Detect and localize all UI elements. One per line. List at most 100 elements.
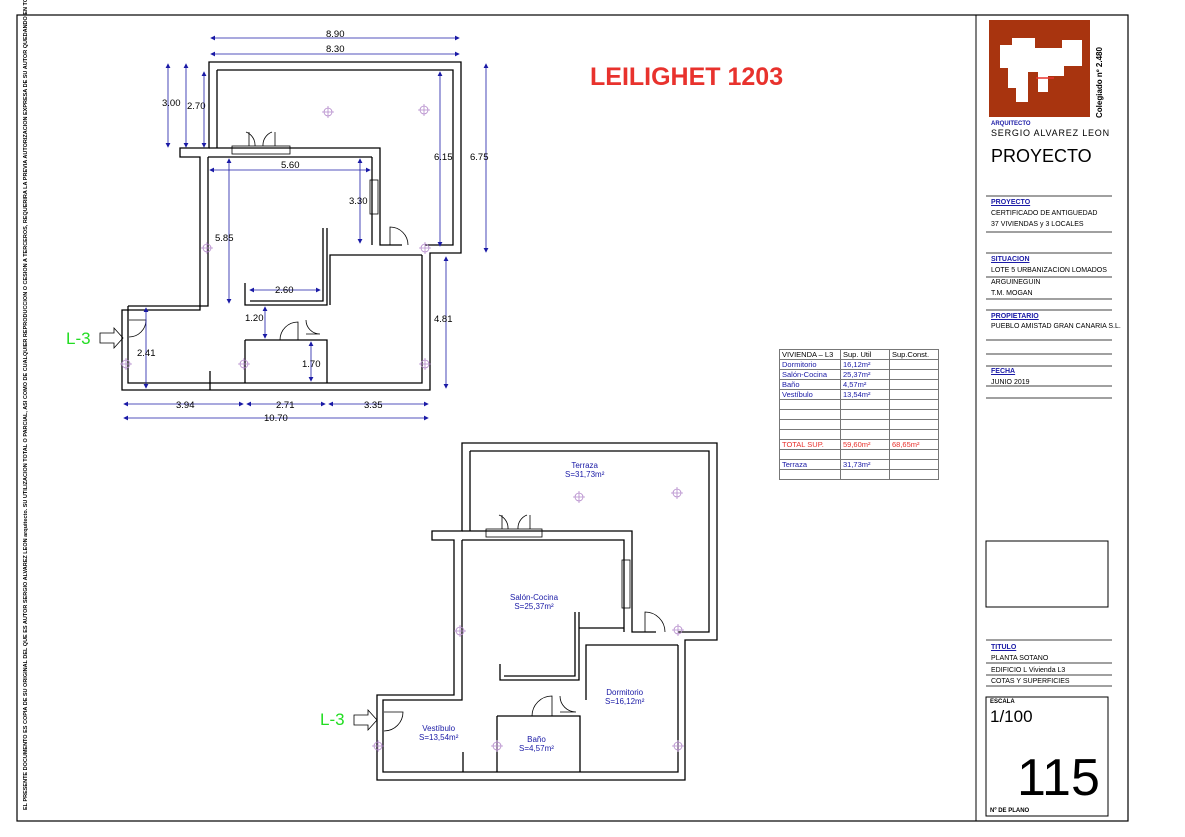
entrance-arrow-lower: [353, 708, 378, 732]
dim-270: 2.70: [187, 101, 206, 112]
copyright-notice: EL PRESENTE DOCUMENTO ES COPIA DE SU ORI…: [23, 0, 29, 810]
surface-terraza-row: Terraza 31,73m²: [779, 459, 939, 470]
dim-330: 3.30: [349, 196, 368, 207]
sheet-frame: [16, 14, 1129, 822]
upper-floor-plan: [121, 61, 462, 391]
dim-675: 6.75: [470, 152, 489, 163]
room-vestibulo-area: S=13,54m²: [419, 733, 459, 742]
room-vestibulo: Vestíbulo S=13,54m²: [419, 724, 458, 742]
titleblock-scale-box: [985, 696, 1109, 817]
situacion-line2: ARGUINEGUIN: [991, 279, 1041, 286]
titleblock-stamp-box: [985, 540, 1109, 608]
room-bano-area: S=4,57m²: [519, 744, 554, 753]
surface-row-name: Vestíbulo: [779, 389, 841, 400]
room-bano-name: Baño: [527, 735, 546, 744]
titulo-line3: COTAS Y SUPERFICIES: [991, 678, 1070, 685]
room-dormitorio: Dormitorio S=16,12m²: [605, 688, 644, 706]
room-bano: Baño S=4,57m²: [519, 735, 554, 753]
room-dormitorio-name: Dormitorio: [606, 688, 644, 697]
room-vestibulo-name: Vestíbulo: [422, 724, 456, 733]
surface-total-label: TOTAL SUP.: [779, 439, 841, 450]
dim-890: 8.90: [326, 29, 345, 40]
fecha-value: JUNIO 2019: [991, 379, 1030, 386]
surface-table: VIVIENDA – L3 Sup. Util Sup.Const. Dormi…: [779, 349, 939, 480]
entrance-label-lower: L-3: [320, 710, 345, 729]
dim-394: 3.94: [176, 400, 195, 411]
proyecto-heading: PROYECTO: [991, 146, 1092, 166]
situacion-line1: LOTE 5 URBANIZACION LOMADOS: [991, 267, 1107, 274]
dim-335: 3.35: [364, 400, 383, 411]
surface-table-header: VIVIENDA – L3 Sup. Util Sup.Const.: [779, 349, 939, 360]
upper-light-points: [120, 104, 431, 370]
surface-total-const: 68,65m²: [889, 439, 939, 450]
titleblock-grid: [986, 195, 1112, 687]
dim-1070: 10.70: [264, 413, 288, 424]
propietario-label: PROPIETARIO: [991, 313, 1039, 320]
lower-light-points: [372, 487, 684, 752]
drawing-title: LEILIGHET 1203: [590, 63, 784, 91]
surface-total-row: TOTAL SUP. 59,60m² 68,65m²: [779, 439, 939, 450]
lower-floor-plan: [376, 442, 718, 781]
dim-585: 5.85: [215, 233, 234, 244]
room-dormitorio-area: S=16,12m²: [605, 697, 645, 706]
arquitecto-name: SERGIO ALVAREZ LEON: [991, 128, 1110, 138]
dim-241: 2.41: [137, 348, 156, 359]
dim-560: 5.60: [281, 160, 300, 171]
lower-openings: [383, 514, 666, 732]
propietario-line1: PUEBLO AMISTAD GRAN CANARIA S.L.: [991, 323, 1121, 330]
surface-row-name: Baño: [779, 379, 841, 390]
titulo-label: TITULO: [991, 644, 1017, 651]
surface-header-util: Sup. Util: [840, 349, 890, 360]
arquitecto-label: ARQUITECTO: [991, 121, 1031, 127]
colegiado-number: Colegiado nº 2.480: [1095, 47, 1104, 118]
proyecto-label: PROYECTO: [991, 199, 1031, 206]
dim-481: 4.81: [434, 314, 453, 325]
dim-300: 3.00: [162, 98, 181, 109]
entrance-arrow-upper: [99, 326, 124, 350]
escala-label: ESCALA: [990, 699, 1015, 705]
surface-row-name: Dormitorio: [779, 359, 841, 370]
entrance-label-upper: L-3: [66, 329, 91, 348]
surface-row-util: 16,12m²: [840, 359, 890, 370]
proyecto-line1: CERTIFICADO DE ANTIGUEDAD: [991, 210, 1098, 217]
room-salon-cocina: Salón-Cocina S=25,37m²: [510, 593, 558, 611]
titulo-line2: EDIFICIO L Vivienda L3: [991, 667, 1066, 674]
room-salon-area: S=25,37m²: [514, 602, 554, 611]
titulo-line1: PLANTA SOTANO: [991, 655, 1049, 662]
dim-120: 1.20: [245, 313, 264, 324]
surface-header-const: Sup.Const.: [889, 349, 939, 360]
plano-label: Nº DE PLANO: [990, 808, 1030, 814]
surface-row-util: 25,37m²: [840, 369, 890, 380]
situacion-label: SITUACION: [991, 256, 1030, 263]
architect-logo: [989, 20, 1090, 117]
room-terraza: Terraza S=31,73m²: [565, 461, 604, 479]
surface-terraza-label: Terraza: [779, 459, 841, 470]
room-salon-name: Salón-Cocina: [510, 593, 559, 602]
dim-170: 1.70: [302, 359, 321, 370]
room-terraza-name: Terraza: [571, 461, 599, 470]
proyecto-line2: 37 VIVIENDAS y 3 LOCALES: [991, 221, 1084, 228]
fecha-label: FECHA: [991, 368, 1016, 375]
surface-row-name: Salón-Cocina: [779, 369, 841, 380]
surface-header-vivienda: VIVIENDA – L3: [779, 349, 841, 360]
plano-number: 115: [1017, 749, 1100, 807]
escala-value: 1/100: [990, 707, 1033, 726]
room-terraza-area: S=31,73m²: [565, 470, 605, 479]
upper-dimension-lines: [123, 35, 489, 421]
surface-terraza-util: 31,73m²: [840, 459, 890, 470]
dim-830: 8.30: [326, 44, 345, 55]
dim-260: 2.60: [275, 285, 294, 296]
situacion-line3: T.M. MOGAN: [991, 290, 1033, 297]
surface-row-util: 13,54m²: [840, 389, 890, 400]
dim-271: 2.71: [276, 400, 295, 411]
dim-615: 6.15: [434, 152, 453, 163]
upper-openings: [128, 131, 409, 341]
surface-row-util: 4,57m²: [840, 379, 890, 390]
surface-total-util: 59,60m²: [840, 439, 890, 450]
